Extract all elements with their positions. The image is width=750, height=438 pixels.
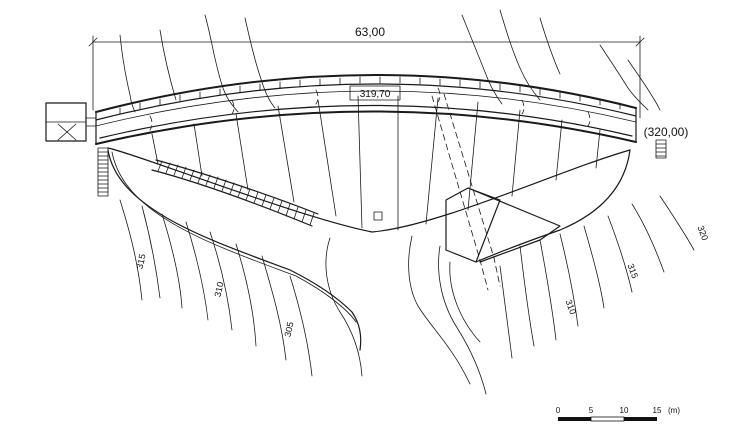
crest-dimension: 63,00 <box>88 25 645 119</box>
scale-tick-10: 10 <box>620 406 629 415</box>
dam-crest <box>95 74 637 145</box>
spillway-channel <box>151 159 319 227</box>
scale-tick-15: 15 <box>653 406 662 415</box>
contour-label-left-315: 315 <box>135 253 148 270</box>
contour-label-right-315: 315 <box>626 262 641 280</box>
contour-label-right-310: 310 <box>564 298 579 316</box>
contour-label-right-320: 320 <box>696 224 711 242</box>
buttress-lines <box>151 95 601 231</box>
scale-tick-5: 5 <box>589 406 594 415</box>
scale-unit: (m) <box>668 406 680 415</box>
reservoir-basin <box>107 147 631 351</box>
scale-bar: 0 5 10 15 (m) <box>556 406 680 422</box>
scale-tick-0: 0 <box>556 406 561 415</box>
right-abutment-elevation-label: (320,00) <box>644 125 689 139</box>
right-stair-hatch <box>655 139 667 159</box>
intake-structure <box>431 93 561 291</box>
downstream-terrain-lines <box>119 195 695 395</box>
upstream-terrain-lines <box>119 9 661 113</box>
contour-labels: 315 310 305 320 315 310 <box>135 224 710 338</box>
left-abutment-block <box>45 102 97 142</box>
left-stair-hatch <box>97 147 109 197</box>
contour-label-left-305: 305 <box>283 321 296 338</box>
contour-label-left-310: 310 <box>213 281 226 298</box>
crest-length-label: 63,00 <box>355 25 385 39</box>
crest-elevation-label: 319,70 <box>360 89 391 100</box>
crest-elevation-tag: 319,70 <box>349 85 401 101</box>
